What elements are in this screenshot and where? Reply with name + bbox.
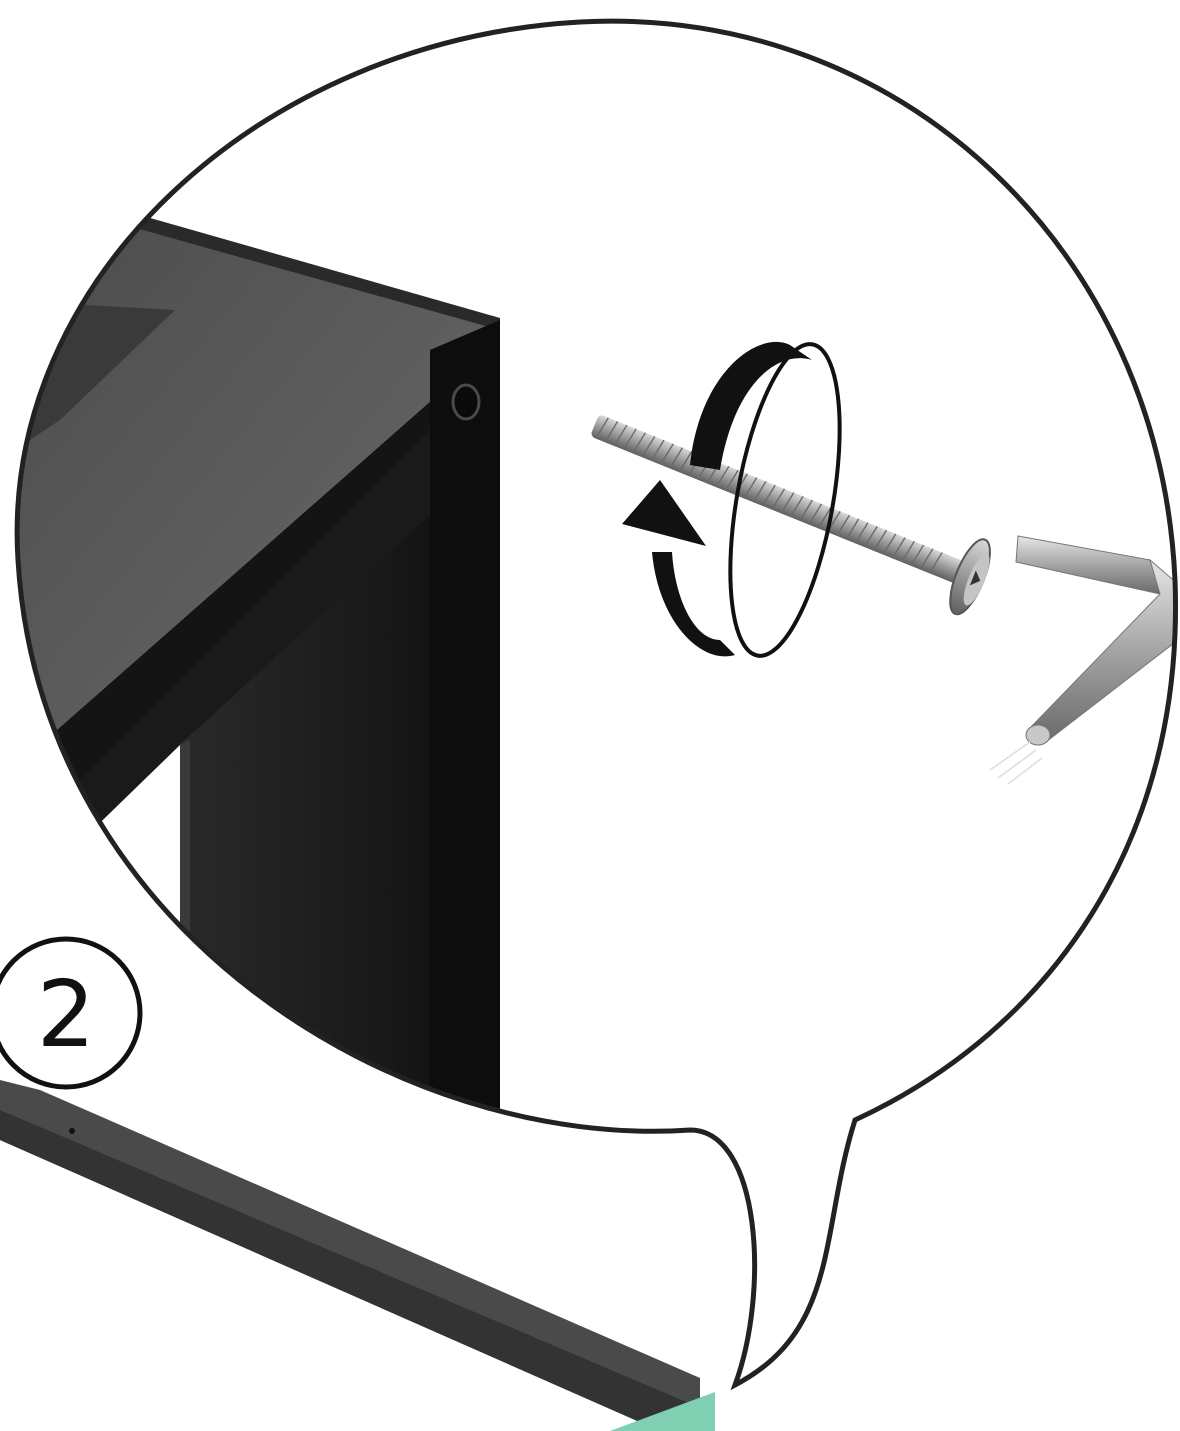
bolt-hole: [453, 385, 479, 419]
rail-beam: [0, 1080, 715, 1431]
step-number: 2: [37, 961, 96, 1068]
rail-hole: [69, 1128, 75, 1134]
step-number-badge: 2: [0, 939, 140, 1087]
